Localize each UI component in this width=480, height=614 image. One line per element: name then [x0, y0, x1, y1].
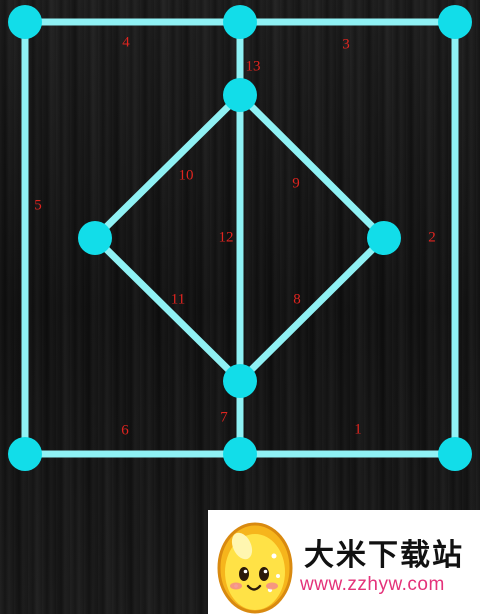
- edge-label-2: 2: [428, 229, 436, 245]
- edge-8[interactable]: [236, 234, 388, 385]
- watermark-banner: 大米下载站 www.zzhyw.com: [208, 510, 480, 614]
- node-bottom-right[interactable]: [438, 437, 472, 471]
- edge-label-10: 10: [179, 167, 194, 183]
- edge-label-12: 12: [219, 229, 234, 245]
- edge-label-7: 7: [220, 409, 228, 425]
- edge-label-8: 8: [293, 291, 301, 307]
- edge-9[interactable]: [236, 91, 388, 242]
- edge-label-9: 9: [292, 175, 300, 191]
- site-url: www.zzhyw.com: [300, 574, 445, 595]
- node-bottom-middle[interactable]: [223, 437, 257, 471]
- edge-label-6: 6: [121, 422, 129, 438]
- node-top-right[interactable]: [438, 5, 472, 39]
- node-diamond-top[interactable]: [223, 78, 257, 112]
- node-top-middle[interactable]: [223, 5, 257, 39]
- puzzle-edges: [21, 18, 459, 458]
- edge-11[interactable]: [91, 234, 244, 385]
- edge-label-11: 11: [171, 291, 185, 307]
- puzzle-nodes: [8, 5, 472, 471]
- edge-label-4: 4: [122, 34, 130, 50]
- edge-label-3: 3: [342, 36, 350, 52]
- node-diamond-right[interactable]: [367, 221, 401, 255]
- node-top-left[interactable]: [8, 5, 42, 39]
- node-bottom-left[interactable]: [8, 437, 42, 471]
- edge-label-1: 1: [354, 421, 362, 437]
- edge-10[interactable]: [91, 91, 244, 242]
- edge-label-13: 13: [246, 58, 261, 74]
- edge-label-5: 5: [34, 197, 42, 213]
- smiling-egg-icon: [217, 522, 293, 614]
- site-name: 大米下载站: [304, 538, 464, 573]
- node-diamond-left[interactable]: [78, 221, 112, 255]
- node-diamond-bottom[interactable]: [223, 364, 257, 398]
